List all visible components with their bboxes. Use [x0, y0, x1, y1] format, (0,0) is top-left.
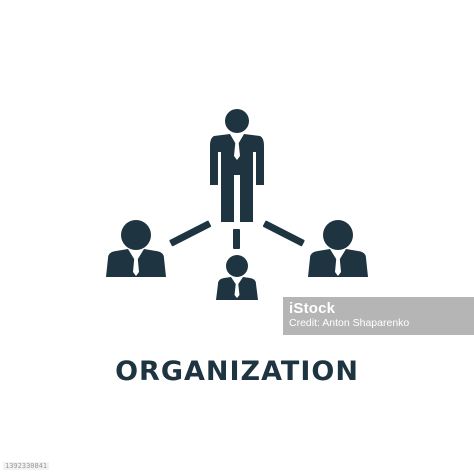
stock-watermark: iStock Credit: Anton Shaparenko	[283, 297, 474, 335]
watermark-credit: Credit: Anton Shaparenko	[289, 317, 410, 329]
right-shirt-detail	[335, 252, 341, 276]
connector-center-line	[233, 229, 240, 249]
connector-right-line	[262, 220, 305, 247]
image-id-label: 1392330841	[3, 462, 50, 470]
watermark-brand: iStock	[289, 300, 336, 317]
page-title: ORGANIZATION	[115, 356, 359, 387]
manager-person-icon	[210, 109, 264, 222]
center-shirt-detail	[234, 279, 240, 298]
connector-left-line	[169, 220, 212, 247]
manager-shirt-detail	[234, 136, 240, 160]
left-shirt-detail	[133, 252, 139, 276]
